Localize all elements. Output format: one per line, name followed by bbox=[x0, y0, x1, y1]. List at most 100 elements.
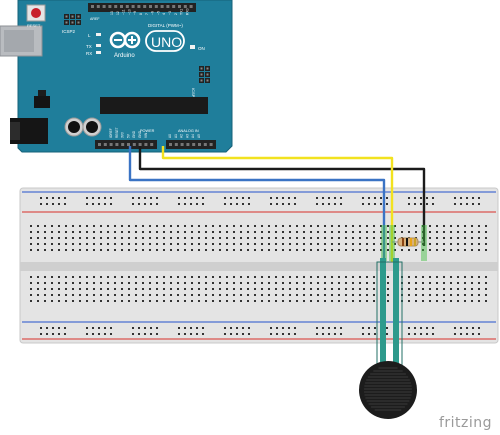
breadboard-hole bbox=[408, 300, 410, 302]
breadboard-hole bbox=[114, 249, 116, 251]
breadboard-hole bbox=[142, 243, 144, 245]
breadboard-hole bbox=[198, 237, 200, 239]
breadboard-hole bbox=[44, 276, 46, 278]
breadboard-hole bbox=[268, 237, 270, 239]
digital-pin-label: ~3 bbox=[168, 11, 172, 15]
breadboard-hole bbox=[316, 333, 318, 335]
sensor-lead-right bbox=[393, 258, 399, 368]
breadboard-hole bbox=[191, 225, 193, 227]
breadboard-hole bbox=[457, 225, 459, 227]
breadboard-hole bbox=[170, 225, 172, 227]
breadboard-hole bbox=[254, 288, 256, 290]
breadboard-hole bbox=[401, 225, 403, 227]
breadboard-hole bbox=[242, 203, 244, 205]
breadboard-hole bbox=[352, 288, 354, 290]
breadboard-hole bbox=[374, 203, 376, 205]
breadboard-hole bbox=[261, 282, 263, 284]
breadboard-hole bbox=[366, 300, 368, 302]
breadboard-hole bbox=[460, 333, 462, 335]
breadboard-hole bbox=[478, 237, 480, 239]
breadboard-hole bbox=[64, 203, 66, 205]
breadboard-hole bbox=[478, 249, 480, 251]
breadboard-hole bbox=[58, 225, 60, 227]
breadboard-hole bbox=[44, 231, 46, 233]
breadboard-hole bbox=[394, 237, 396, 239]
breadboard-hole bbox=[156, 327, 158, 329]
breadboard-hole bbox=[247, 225, 249, 227]
breadboard-hole bbox=[401, 231, 403, 233]
breadboard-hole bbox=[422, 282, 424, 284]
header-pin bbox=[174, 143, 178, 146]
header-pin bbox=[103, 143, 107, 146]
breadboard-hole bbox=[443, 237, 445, 239]
breadboard-hole bbox=[93, 237, 95, 239]
breadboard-hole bbox=[100, 300, 102, 302]
breadboard-hole bbox=[270, 327, 272, 329]
breadboard-hole bbox=[362, 333, 364, 335]
breadboard-hole bbox=[163, 288, 165, 290]
breadboard-hole bbox=[460, 203, 462, 205]
breadboard-hole bbox=[51, 276, 53, 278]
breadboard-hole bbox=[40, 203, 42, 205]
breadboard-hole bbox=[170, 300, 172, 302]
breadboard-hole bbox=[177, 237, 179, 239]
breadboard-hole bbox=[86, 249, 88, 251]
breadboard-hole bbox=[100, 231, 102, 233]
breadboard-hole bbox=[268, 276, 270, 278]
breadboard-hole bbox=[37, 225, 39, 227]
breadboard-hole bbox=[212, 237, 214, 239]
breadboard-hole bbox=[135, 294, 137, 296]
header-pin bbox=[189, 5, 193, 8]
breadboard-hole bbox=[142, 249, 144, 251]
breadboard-hole bbox=[212, 225, 214, 227]
breadboard-hole bbox=[242, 327, 244, 329]
breadboard-hole bbox=[93, 300, 95, 302]
breadboard-hole bbox=[450, 294, 452, 296]
breadboard-hole bbox=[163, 243, 165, 245]
breadboard-hole bbox=[426, 197, 428, 199]
breadboard-hole bbox=[464, 231, 466, 233]
breadboard-hole bbox=[132, 203, 134, 205]
breadboard-hole bbox=[282, 288, 284, 290]
breadboard-hole bbox=[282, 237, 284, 239]
breadboard-hole bbox=[366, 237, 368, 239]
breadboard-hole bbox=[254, 237, 256, 239]
breadboard-hole bbox=[436, 288, 438, 290]
breadboard-hole bbox=[86, 231, 88, 233]
breadboard-hole bbox=[212, 243, 214, 245]
breadboard-hole bbox=[190, 333, 192, 335]
breadboard-hole bbox=[224, 327, 226, 329]
breadboard-hole bbox=[340, 333, 342, 335]
breadboard-hole bbox=[51, 282, 53, 284]
header-pin bbox=[166, 5, 170, 8]
breadboard-hole bbox=[324, 225, 326, 227]
breadboard-hole bbox=[294, 333, 296, 335]
breadboard-hole bbox=[233, 249, 235, 251]
breadboard-hole bbox=[40, 333, 42, 335]
breadboard-hole bbox=[282, 225, 284, 227]
power-pin-label: IOREF bbox=[109, 128, 113, 138]
breadboard-hole bbox=[443, 249, 445, 251]
breadboard-hole bbox=[387, 282, 389, 284]
breadboard-hole bbox=[170, 288, 172, 290]
breadboard-hole bbox=[471, 282, 473, 284]
header-pin bbox=[183, 5, 187, 8]
breadboard-hole bbox=[135, 282, 137, 284]
breadboard-hole bbox=[37, 300, 39, 302]
breadboard-hole bbox=[303, 237, 305, 239]
breadboard-hole bbox=[65, 276, 67, 278]
header-pin bbox=[209, 143, 213, 146]
breadboard-hole bbox=[436, 231, 438, 233]
breadboard-hole bbox=[100, 237, 102, 239]
breadboard-hole bbox=[135, 231, 137, 233]
breadboard-hole bbox=[485, 300, 487, 302]
breadboard-hole bbox=[247, 294, 249, 296]
breadboard-hole bbox=[37, 294, 39, 296]
breadboard-hole bbox=[58, 203, 60, 205]
breadboard-hole bbox=[276, 333, 278, 335]
breadboard-hole bbox=[328, 197, 330, 199]
column-highlights bbox=[381, 225, 427, 261]
breadboard-hole bbox=[104, 197, 106, 199]
